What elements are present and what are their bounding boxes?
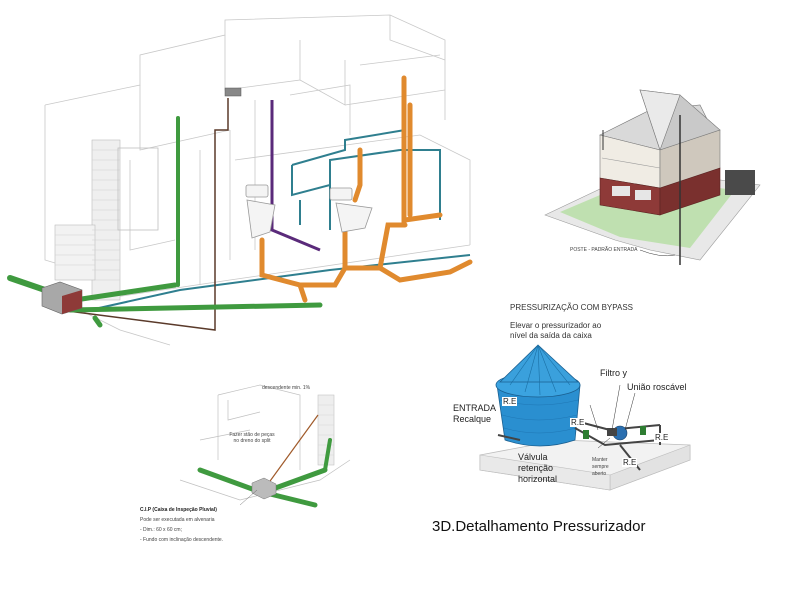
house-caption: POSTE - PADRÃO ENTRADA [570,247,638,253]
drawing-caption: 3D.Detalhamento Pressurizador [432,518,646,535]
label-filtro: Filtro y [600,368,627,378]
label-sempre: sempre [592,464,609,470]
cip-note-3: - Fundo com inclinação descendente. [140,537,224,543]
label-aberto: aberto [592,471,607,477]
label-uniao: União roscável [627,382,687,392]
pressurizer-subtitle-1: Elevar o pressurizador ao [510,321,602,330]
inspection-box [41,281,83,315]
cip-title: C.I.P (Caixa de Inspeção Pluvial) [140,507,217,513]
pressurizer-subtitle-2: nível da saída da caixa [510,331,592,340]
drain-line-dark [59,98,229,331]
cip-note-1: Pode ser executada em alvenaria [140,517,215,523]
pressurizer-detail [479,344,691,491]
cip-note-2: - Dim.: 60 x 60 cm; [140,527,182,533]
label-re-1: R.E [502,397,518,407]
window-frame [117,147,159,231]
cold-water-lines [89,129,471,311]
split-note: Fazer stão de peças no dreno do split [229,432,275,444]
label-recalque: Recalque [453,414,492,424]
slope-note: descendente min. 1% [262,385,311,391]
building-outline [44,14,471,346]
label-re-3: R.E [654,433,670,443]
vent-pipe [270,100,321,252]
water-tank [495,344,581,447]
label-re-2: R.E [570,418,586,428]
label-re-4: R.E [622,458,638,468]
drainage-cip-detail [179,384,351,508]
house-3d-view [544,89,761,265]
toilet-right [329,187,373,233]
label-valvula: Válvula [518,452,548,462]
label-entrada: ENTRADA [453,403,497,413]
rainwater-pipes [7,116,323,328]
main-isometric-plumbing-view [7,14,473,346]
sewer-pipes [259,75,473,303]
drain-head [224,87,242,97]
toilet-left [245,184,276,239]
label-retencao: retenção [518,463,554,473]
brick-wall [54,139,121,301]
cip-box [251,477,277,500]
pressurizer-title: PRESSURIZAÇÃO COM BYPASS [510,303,633,312]
label-manter: Manter [592,457,608,463]
label-horizontal: horizontal [518,474,558,484]
